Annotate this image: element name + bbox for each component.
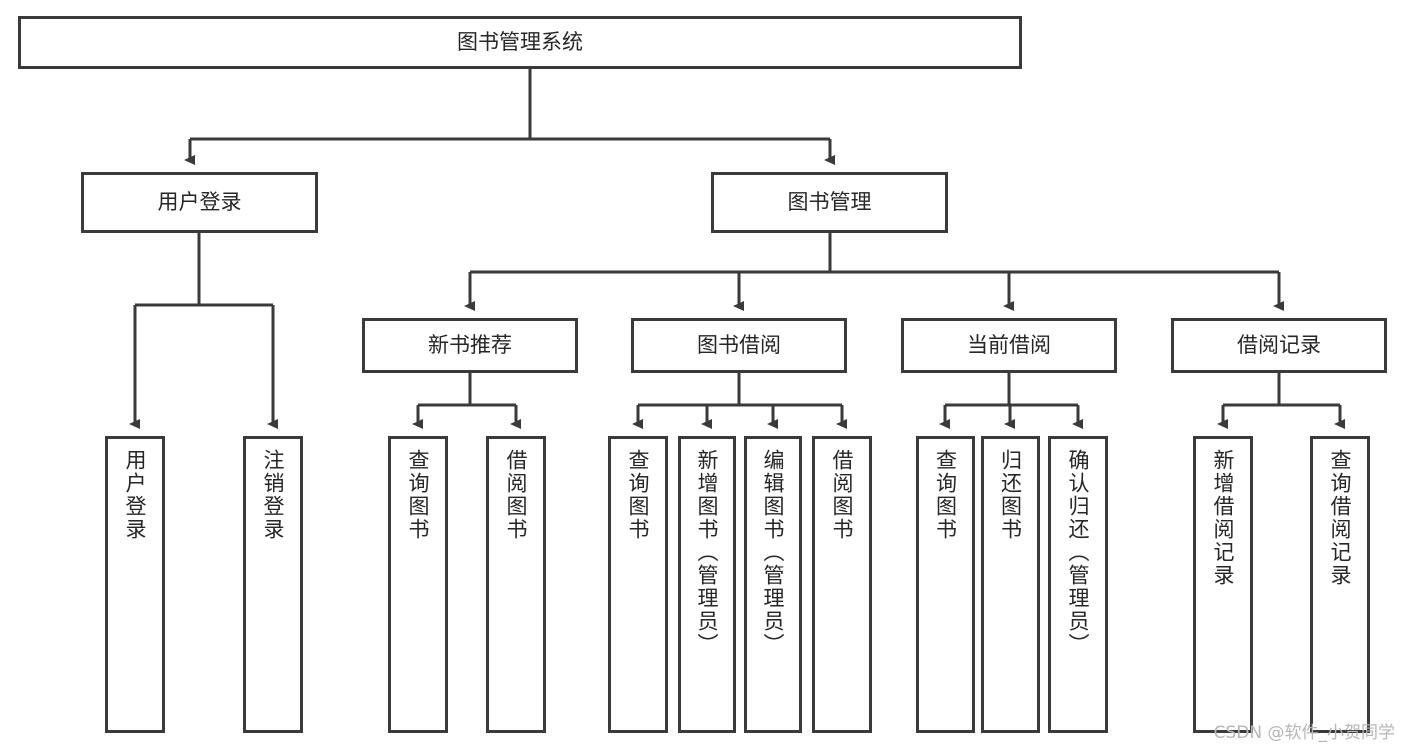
leaf-node-label: 用户登录 — [123, 449, 148, 541]
node-current-borrow-label: 当前借阅 — [967, 332, 1051, 357]
node-user-login-label: 用户登录 — [157, 189, 242, 214]
leaf-node-label: 注销登录 — [261, 449, 286, 541]
leaf-node-label: 归还图书 — [998, 449, 1023, 541]
leaf-node-label: 确认归还（管理员） — [1066, 449, 1091, 656]
leaf-node[interactable]: 归还图书 — [981, 436, 1040, 733]
leaf-node-label: 新增借阅记录 — [1211, 449, 1236, 587]
leaf-node-label: 新增图书（管理员） — [695, 449, 720, 656]
node-book-management-label: 图书管理 — [787, 189, 872, 214]
leaf-node[interactable]: 注销登录 — [243, 436, 303, 733]
leaf-node-label: 查询图书 — [626, 449, 651, 541]
leaf-node[interactable]: 确认归还（管理员） — [1048, 436, 1108, 733]
node-current-borrow[interactable]: 当前借阅 — [901, 318, 1117, 373]
leaf-node[interactable]: 查询图书 — [916, 436, 975, 733]
leaf-node[interactable]: 借阅图书 — [812, 436, 872, 733]
node-new-book-recommend-label: 新书推荐 — [428, 332, 512, 357]
leaf-node[interactable]: 借阅图书 — [486, 436, 546, 733]
leaf-node-label: 查询图书 — [933, 449, 958, 541]
node-borrow-record-label: 借阅记录 — [1237, 332, 1321, 357]
leaf-node-label: 查询借阅记录 — [1328, 449, 1353, 587]
leaf-node[interactable]: 新增图书（管理员） — [678, 436, 736, 733]
leaf-node[interactable]: 查询借阅记录 — [1310, 436, 1370, 733]
leaf-node[interactable]: 编辑图书（管理员） — [744, 436, 802, 733]
leaf-node-label: 查询图书 — [406, 449, 431, 541]
leaf-node[interactable]: 查询图书 — [608, 436, 668, 733]
node-book-borrow[interactable]: 图书借阅 — [631, 318, 847, 373]
node-user-login[interactable]: 用户登录 — [81, 172, 318, 233]
node-root-label: 图书管理系统 — [457, 29, 583, 54]
leaf-node[interactable]: 查询图书 — [388, 436, 448, 733]
node-new-book-recommend[interactable]: 新书推荐 — [362, 318, 578, 373]
leaf-node-label: 借阅图书 — [504, 449, 529, 541]
leaf-node[interactable]: 用户登录 — [105, 436, 165, 733]
node-book-borrow-label: 图书借阅 — [697, 332, 781, 357]
node-borrow-record[interactable]: 借阅记录 — [1171, 318, 1387, 373]
node-book-management[interactable]: 图书管理 — [711, 172, 948, 233]
leaf-node-label: 借阅图书 — [830, 449, 855, 541]
node-root[interactable]: 图书管理系统 — [18, 16, 1022, 69]
leaf-node-label: 编辑图书（管理员） — [761, 449, 786, 656]
leaf-node[interactable]: 新增借阅记录 — [1193, 436, 1253, 733]
